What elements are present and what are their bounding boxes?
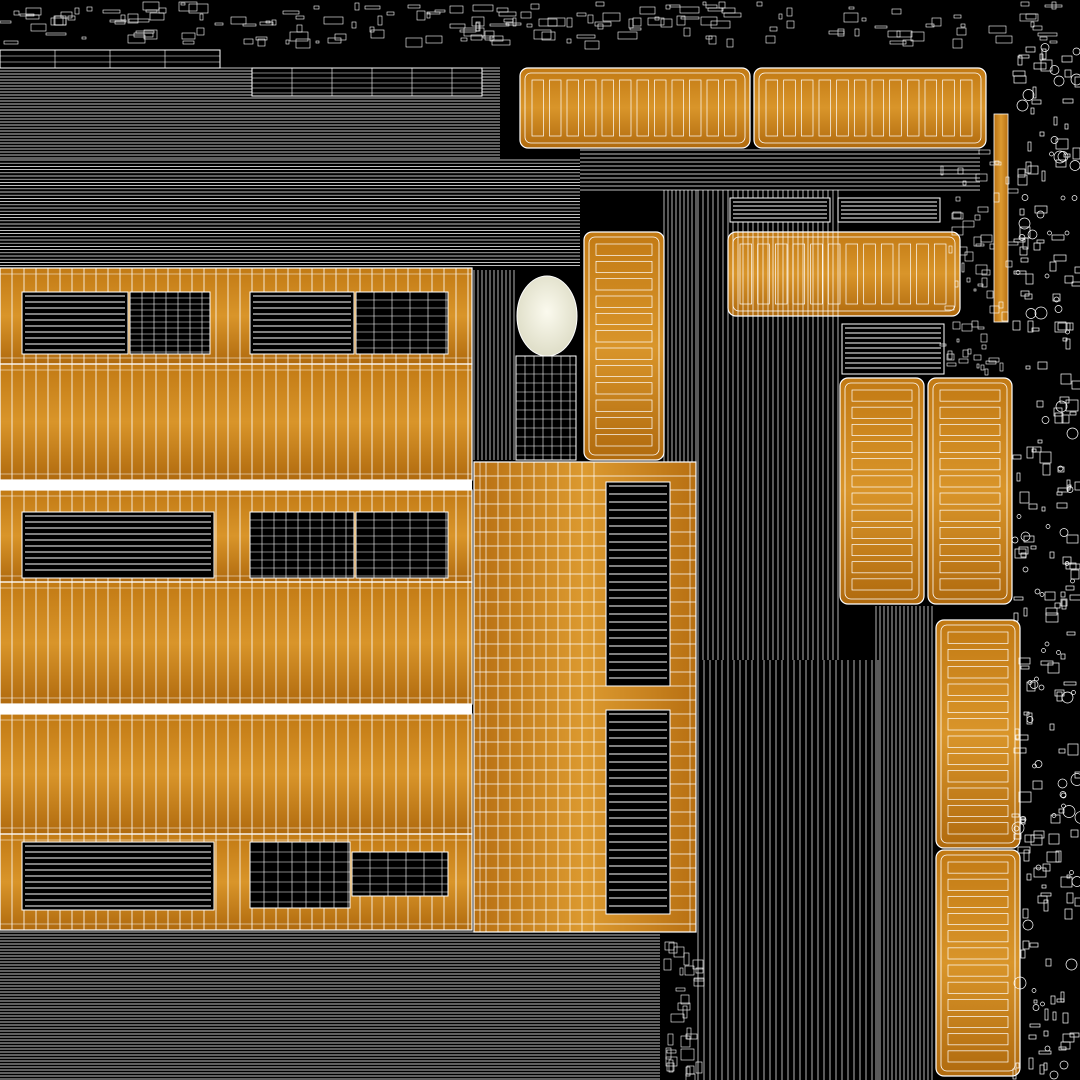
center-right-strip: [663, 190, 697, 462]
inset-r3-b: [249, 841, 351, 909]
top-left-header-strip-grid: [0, 49, 221, 69]
inset-r1-d: [355, 291, 449, 355]
inset-r1-d-grid: [355, 291, 448, 354]
inset-r2-b: [249, 511, 355, 579]
lower-thin-band: [875, 606, 933, 1080]
mid-crate-mesh: [727, 231, 961, 317]
top-left-band-1: [0, 67, 500, 159]
inset-r2-c: [355, 511, 449, 579]
center-grid-box: [515, 355, 577, 461]
inset-r2-b-grid: [249, 511, 354, 578]
right-crate-1-mesh: [839, 377, 925, 605]
inset-r2-c-grid: [355, 511, 448, 578]
top-crate-2-mesh: [753, 67, 987, 149]
inset-r1-b-grid: [129, 291, 210, 354]
inset-r2-a: [21, 511, 215, 579]
top-left-mini-parts: [251, 67, 483, 97]
mid-line-block-2-lines: [841, 201, 937, 219]
top-crate-2: [754, 68, 986, 148]
inset-r3-c-grid: [351, 851, 448, 896]
center-inset-bottom: [605, 709, 671, 915]
wood-planks-1: [0, 364, 472, 480]
inset-r2-a-lines: [25, 515, 211, 571]
right-crate-2-mesh: [927, 377, 1013, 605]
center-left-strip: [473, 270, 515, 460]
inset-r1-c: [249, 291, 355, 355]
right-crate-3: [936, 620, 1020, 848]
wood-rail: [993, 113, 1009, 323]
divider-2: [0, 704, 472, 714]
center-inset-bottom-lines: [609, 713, 667, 907]
mid-line-block-1-lines: [733, 201, 827, 219]
right-crate-4-mesh: [935, 849, 1021, 1077]
top-crate-1-mesh: [519, 67, 751, 149]
wood-planks-2: [0, 582, 472, 704]
lower-black-band: [697, 660, 879, 1080]
center-inset-top: [605, 481, 671, 687]
top-left-band-2: [0, 159, 580, 266]
wood-planks-3: [0, 714, 472, 834]
inset-r3-b-grid: [249, 841, 350, 908]
mid-line-block-3-lines: [845, 327, 941, 369]
center-inset-top-lines: [609, 485, 667, 679]
inset-r1-a-lines: [25, 295, 125, 351]
inset-r1-b: [129, 291, 211, 355]
top-crate-1: [520, 68, 750, 148]
center-board-verticals: [473, 462, 595, 932]
wireframe-layer: [0, 49, 1021, 1080]
bottom-left-band: [0, 931, 660, 1080]
wood-planks-2-mesh: [0, 581, 473, 705]
mid-line-block-3: [841, 323, 945, 375]
upper-mid-band: [580, 149, 980, 191]
right-crate-2: [928, 378, 1012, 604]
center-grid-box-grid: [515, 355, 576, 460]
right-crate-4: [936, 850, 1020, 1076]
inset-r1-c-lines: [253, 295, 351, 351]
dome-shell: [516, 275, 578, 357]
mid-crate: [728, 232, 960, 316]
center-crate: [584, 232, 664, 460]
inset-r3-a-lines: [25, 845, 211, 907]
divider-1: [0, 480, 472, 490]
top-left-mini-parts-grid: [251, 67, 482, 96]
right-crate-1: [840, 378, 924, 604]
inset-r1-a: [21, 291, 129, 355]
inset-r3-c: [351, 851, 449, 897]
